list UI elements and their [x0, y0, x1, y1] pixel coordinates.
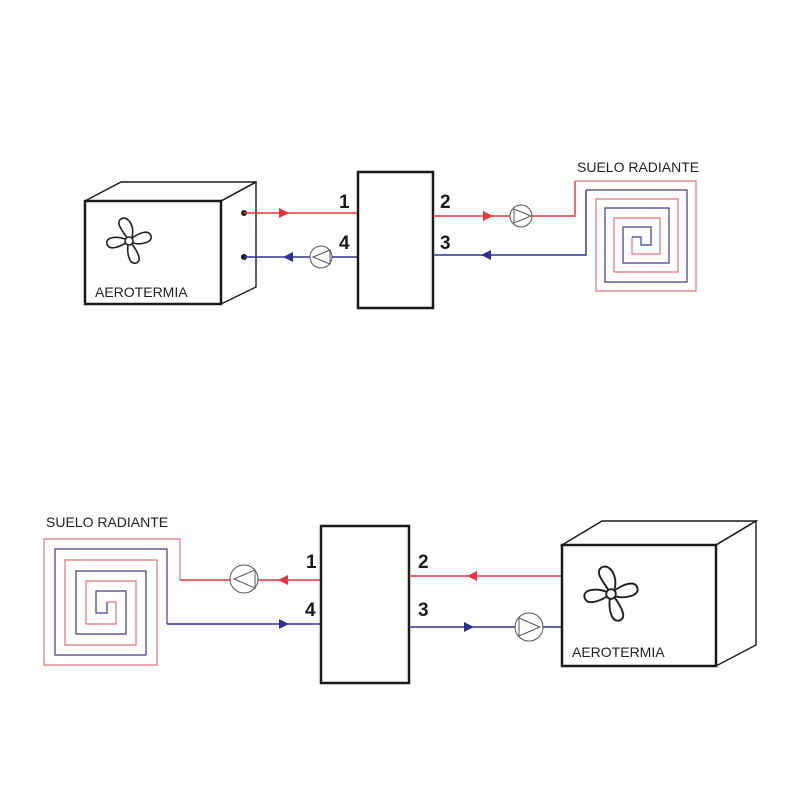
unit-side-face [220, 180, 257, 306]
arrow-left-icon [481, 250, 491, 260]
unit-top-face [559, 520, 759, 546]
buffer-tank [319, 524, 411, 685]
unit-front-face [560, 543, 718, 668]
pump-icon [309, 245, 333, 269]
floor-heating-label: SUELO RADIANTE [577, 159, 699, 175]
heat-pump-unit: AEROTERMIA [83, 180, 257, 306]
unit-front-face [83, 199, 223, 306]
buffer-tank [356, 170, 435, 310]
floor-heating-label: SUELO RADIANTE [46, 514, 168, 530]
heat-pump-unit: AEROTERMIA [559, 519, 759, 668]
port-4-label: 4 [305, 600, 316, 621]
heat-pump-label: AEROTERMIA [572, 644, 665, 660]
pipe-3-return [433, 190, 587, 256]
arrow-left-icon [283, 252, 293, 262]
pump-icon [509, 204, 533, 228]
heat-pump-label: AEROTERMIA [95, 284, 188, 300]
arrow-left-icon [467, 571, 477, 581]
port-3-label: 3 [440, 233, 451, 254]
arrow-right-icon [464, 622, 474, 632]
floor-heating-coil [43, 538, 181, 666]
port-1-label: 1 [339, 192, 350, 213]
pump-icon [229, 564, 259, 594]
arrow-right-icon [279, 208, 289, 218]
arrow-left-icon [278, 575, 288, 585]
bottom-scheme: SUELO RADIANTE 1 4 2 3 [43, 514, 759, 685]
port-4-label: 4 [339, 233, 350, 254]
arrow-right-icon [279, 619, 289, 629]
floor-heating-coil [575, 180, 697, 292]
pipe-2-supply [433, 181, 576, 217]
port-2-label: 2 [418, 552, 429, 573]
unit-side-face [715, 519, 757, 668]
pump-icon [514, 612, 544, 642]
port-1-label: 1 [306, 552, 317, 573]
arrow-right-icon [483, 211, 493, 221]
unit-top-face [84, 181, 257, 202]
port-3-label: 3 [418, 600, 429, 621]
top-scheme: AEROTERMIA 1 4 2 3 SUELO RADIANTE [83, 159, 699, 310]
port-2-label: 2 [440, 192, 451, 213]
